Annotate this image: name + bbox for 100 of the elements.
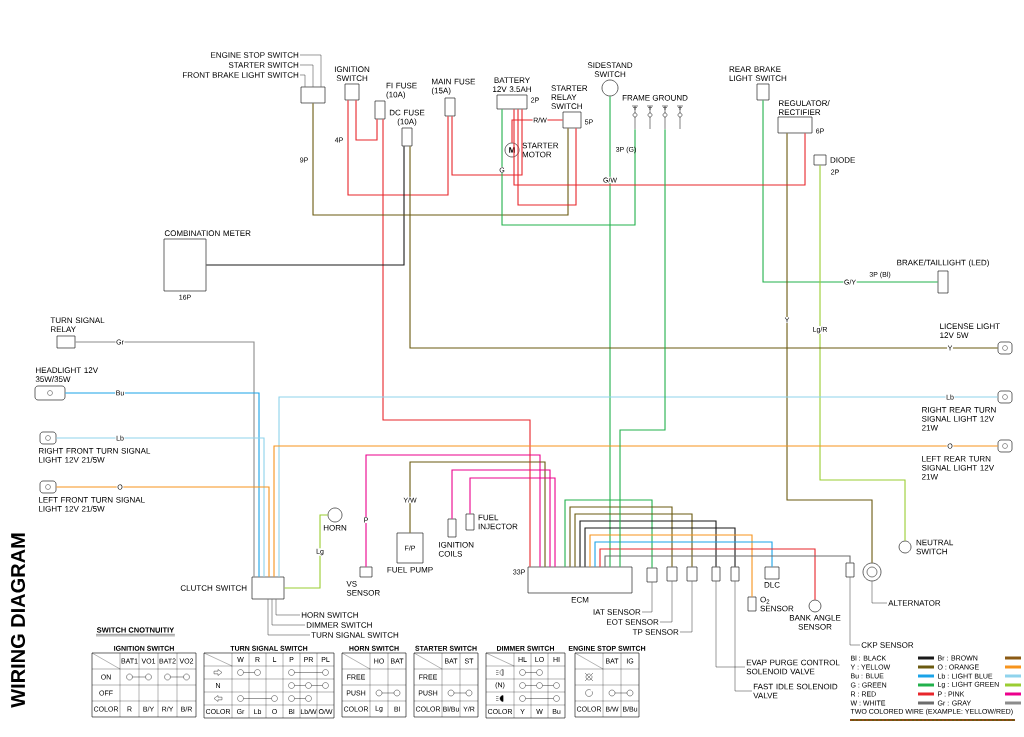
wire <box>511 119 564 144</box>
component-label: FAST IDLE SOLENOID VALVE <box>753 683 838 699</box>
component-label: EVAP PURGE CONTROL SOLENOID VALVE <box>746 659 840 675</box>
connector <box>300 86 326 104</box>
component-label: STARTER SWITCH <box>228 62 299 68</box>
node-label: RIGHT REAR TURN SIGNAL LIGHT 12V 21W <box>921 407 996 431</box>
wire <box>604 555 851 568</box>
leader-line <box>715 581 746 668</box>
wire <box>469 477 556 568</box>
wire <box>584 527 736 568</box>
node-label: IGNITION SWITCH <box>334 66 370 81</box>
leader-line <box>641 582 653 613</box>
wire <box>564 499 653 569</box>
wire <box>273 445 999 578</box>
node-label: LICENSE LIGHT 12V 5W <box>940 323 1000 338</box>
component-label: TURN SIGNAL SWITCH <box>311 632 399 638</box>
node-label: STARTER MOTOR <box>522 142 559 158</box>
node-label: DLC <box>764 582 780 588</box>
leader-line <box>275 599 301 616</box>
switch-connector: REAR BRAKE LIGHT SWITCH <box>729 66 787 101</box>
leader-line <box>271 599 306 626</box>
wire <box>501 108 636 226</box>
leader-line <box>659 581 673 623</box>
component-label: TP SENSOR <box>632 629 679 635</box>
motor: M STARTER MOTOR <box>504 142 559 158</box>
node-label: COMBINATION METER <box>164 230 251 236</box>
wire <box>819 164 906 542</box>
wire <box>619 128 666 568</box>
node-label: FUEL INJECTOR <box>478 514 518 530</box>
wire <box>594 541 773 568</box>
wire <box>451 469 551 568</box>
node-label: BATTERY 12V 3.5AH <box>493 77 531 92</box>
wire <box>355 99 378 141</box>
wire <box>347 99 449 196</box>
wire <box>451 108 523 176</box>
switch-connector: IGNITION SWITCH <box>334 66 370 101</box>
node-label: HEADLIGHT 12V 35W/35W <box>35 367 99 382</box>
connector: DLC <box>764 566 780 588</box>
node-label: O$_{2}$ SENSOR <box>760 596 794 612</box>
node-label: MAIN FUSE (15A) <box>431 78 476 95</box>
node-label: VS SENSOR <box>346 581 380 596</box>
wire <box>74 341 255 578</box>
horn: HORN <box>323 507 347 531</box>
wire <box>574 513 693 568</box>
node-label: STARTER RELAY SWITCH <box>551 85 588 109</box>
node-label: LEFT FRONT TURN SIGNAL LIGHT 12V 21/5W <box>39 497 145 512</box>
component-label: EOT SENSOR <box>607 619 659 625</box>
wire <box>278 396 999 578</box>
sensor <box>845 562 855 578</box>
wire <box>762 99 939 283</box>
wire <box>409 461 546 568</box>
leader-line <box>871 581 888 604</box>
wire <box>569 506 673 568</box>
component-label: ENGINE STOP SWITCH <box>211 52 299 58</box>
leader-line <box>734 581 753 692</box>
node-label: FI FUSE (10A) <box>386 82 417 99</box>
valve <box>730 566 740 582</box>
sensor <box>646 567 658 583</box>
node-label: IGNITION COILS <box>438 542 474 557</box>
component-label: IAT SENSOR <box>593 609 641 615</box>
fuse: DC FUSE (10A) <box>389 109 425 147</box>
wire <box>365 454 541 568</box>
component-label: HORN SWITCH <box>301 612 358 618</box>
diagram-title: WIRING DIAGRAM <box>10 533 26 708</box>
wire <box>513 108 806 186</box>
component-label: ALTERNATOR <box>888 600 941 606</box>
fuse: MAIN FUSE (15A) <box>431 78 476 117</box>
wire <box>312 102 569 216</box>
leader-line <box>299 54 322 87</box>
wire <box>786 132 873 564</box>
sensor <box>686 566 698 582</box>
node-label: CLUTCH SWITCH <box>180 585 247 591</box>
leader-line <box>849 577 861 646</box>
node-label: LEFT REAR TURN SIGNAL LIGHT 12V 21W <box>921 456 995 480</box>
leader-line <box>267 599 311 636</box>
lamp: BRAKE/TAILLIGHT (LED) <box>897 259 989 294</box>
leader-line <box>679 581 693 633</box>
node-label: BRAKE/TAILLIGHT (LED) <box>897 259 989 267</box>
relay: TURN SIGNAL RELAY <box>50 317 105 349</box>
leader-line <box>299 64 314 87</box>
diode: DIODE <box>813 154 855 166</box>
wire <box>409 145 999 349</box>
wire <box>599 548 816 601</box>
wire <box>609 95 611 568</box>
switch-connector: CLUTCH SWITCH <box>180 576 285 600</box>
node-label: RIGHT FRONT TURN SIGNAL LIGHT 12V 21/5W <box>39 448 151 463</box>
component-label: FRONT BRAKE LIGHT SWITCH <box>183 72 299 78</box>
sensor: O$_{2}$ SENSOR <box>747 596 794 612</box>
valve <box>711 566 721 582</box>
wire <box>283 514 329 589</box>
node-label: TURN SIGNAL RELAY <box>50 317 105 332</box>
component-label: CKP SENSOR <box>861 642 914 648</box>
alternator <box>862 562 882 582</box>
node-label: HORN <box>323 525 347 531</box>
node-label: BANK ANGLE SENSOR <box>789 615 841 630</box>
node-label: FUEL PUMP <box>387 567 433 573</box>
leader-line <box>299 74 306 87</box>
node-label: ECM <box>571 597 589 603</box>
wire <box>55 486 270 578</box>
node-label: DIODE <box>830 157 855 163</box>
